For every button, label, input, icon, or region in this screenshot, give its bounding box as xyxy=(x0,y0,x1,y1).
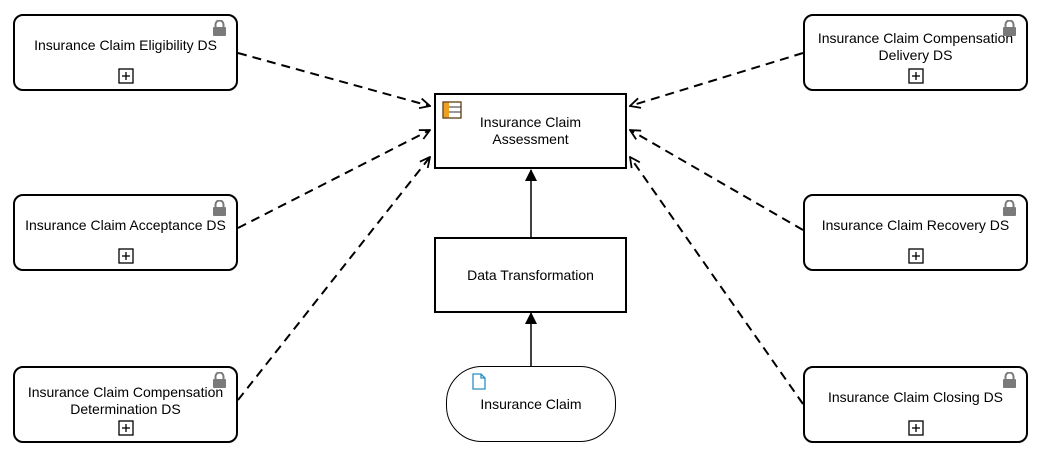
eligibility-ds-label: Insurance Claim Eligibility DS xyxy=(34,37,217,53)
dependency-recovery xyxy=(630,130,804,231)
closing-ds-label: Insurance Claim Closing DS xyxy=(827,389,1004,405)
dependency-eligibility xyxy=(237,52,430,106)
lock-icon xyxy=(213,372,226,388)
dependency-compensation-delivery xyxy=(630,52,804,106)
lock-icon xyxy=(1003,372,1016,388)
recovery-ds-label: Insurance Claim Recovery DS xyxy=(821,217,1010,233)
assessment-label: Insurance Claim Assessment xyxy=(479,114,582,147)
dependency-closing xyxy=(630,157,804,405)
lock-icon xyxy=(1003,20,1016,36)
transformation-node[interactable]: Data Transformation xyxy=(434,237,627,313)
expand-icon[interactable] xyxy=(907,420,924,436)
entity-icon xyxy=(442,101,462,119)
recovery-ds-node[interactable]: Insurance Claim Recovery DS xyxy=(803,194,1028,271)
claim-node[interactable]: Insurance Claim xyxy=(446,366,616,442)
acceptance-ds-node[interactable]: Insurance Claim Acceptance DS xyxy=(13,194,238,271)
expand-icon[interactable] xyxy=(117,420,134,436)
compensation-determination-ds-node[interactable]: Insurance Claim Compensation Determinati… xyxy=(13,366,238,443)
lock-icon xyxy=(213,20,226,36)
compensation-determination-ds-label: Insurance Claim Compensation Determinati… xyxy=(27,384,224,417)
lock-icon xyxy=(213,200,226,216)
expand-icon[interactable] xyxy=(907,68,924,84)
expand-icon[interactable] xyxy=(117,248,134,264)
claim-label: Insurance Claim xyxy=(480,395,582,412)
eligibility-ds-node[interactable]: Insurance Claim Eligibility DS xyxy=(13,14,238,91)
document-icon xyxy=(472,373,486,390)
compensation-delivery-ds-node[interactable]: Insurance Claim Compensation Delivery DS xyxy=(803,14,1028,91)
expand-icon[interactable] xyxy=(907,248,924,264)
transformation-label: Data Transformation xyxy=(467,266,594,283)
closing-ds-node[interactable]: Insurance Claim Closing DS xyxy=(803,366,1028,443)
assessment-node[interactable]: Insurance Claim Assessment xyxy=(434,93,627,169)
expand-icon[interactable] xyxy=(117,68,134,84)
acceptance-ds-label: Insurance Claim Acceptance DS xyxy=(25,217,226,233)
dependency-acceptance xyxy=(237,130,430,229)
dependency-compensation-determination xyxy=(237,157,430,401)
compensation-delivery-ds-label: Insurance Claim Compensation Delivery DS xyxy=(817,29,1014,63)
lock-icon xyxy=(1003,200,1016,216)
